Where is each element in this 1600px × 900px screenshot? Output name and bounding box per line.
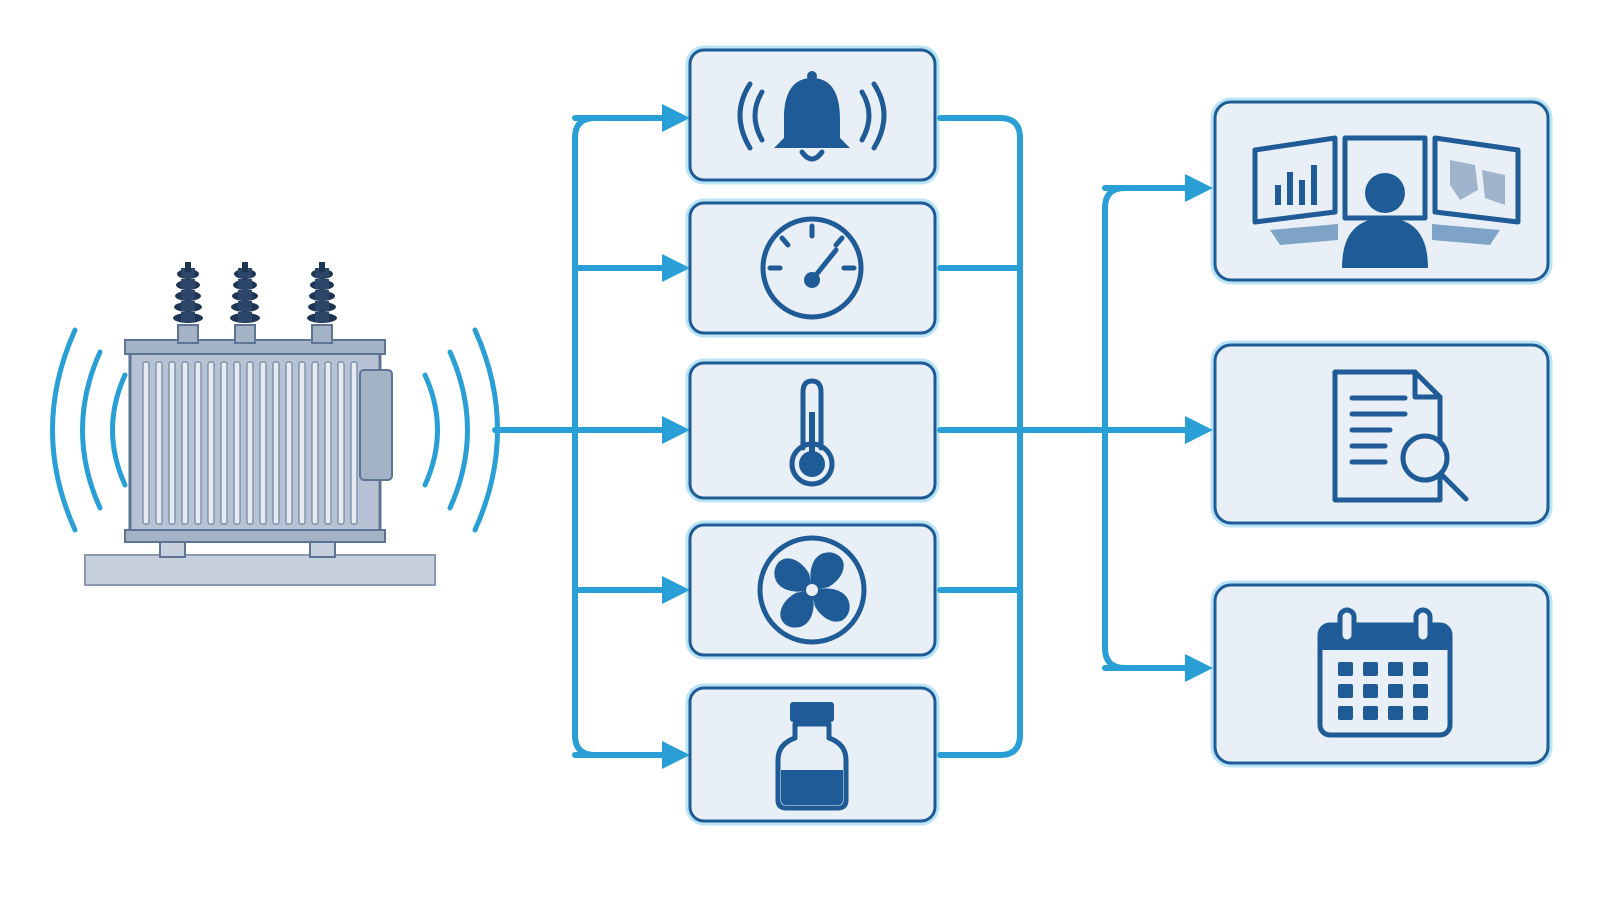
calendar-day-cell bbox=[1388, 662, 1403, 676]
output-box-analysis bbox=[1210, 340, 1553, 528]
oil-sample-bottle-icon bbox=[775, 702, 849, 811]
output-column bbox=[1210, 97, 1553, 768]
arrowheads bbox=[662, 104, 1213, 769]
calendar-day-cell bbox=[1413, 684, 1428, 698]
output-box-schedule bbox=[1210, 580, 1553, 768]
sensor-output-bus bbox=[937, 115, 1023, 758]
vibration-wave bbox=[110, 372, 128, 488]
pressure-gauge-icon bbox=[760, 216, 864, 320]
cooling-fan-icon bbox=[757, 535, 867, 645]
calendar-day-cell bbox=[1363, 706, 1378, 720]
vibration-wave bbox=[447, 349, 470, 511]
arrowhead bbox=[1185, 174, 1213, 202]
calendar-day-cell bbox=[1388, 684, 1403, 698]
arrowhead bbox=[662, 104, 690, 132]
arrowhead bbox=[662, 254, 690, 282]
vibration-wave bbox=[472, 327, 500, 533]
calendar-day-cell bbox=[1338, 662, 1353, 676]
transformer-bushings bbox=[173, 262, 337, 344]
bushing bbox=[230, 262, 260, 344]
vibration-wave bbox=[50, 327, 78, 533]
calendar-day-cell bbox=[1413, 662, 1428, 676]
arrowhead bbox=[662, 741, 690, 769]
transformer-base bbox=[84, 554, 436, 586]
calendar-day-cell bbox=[1338, 684, 1353, 698]
arrowhead bbox=[662, 416, 690, 444]
sensor-box-oil-sample bbox=[685, 683, 940, 826]
arrowhead bbox=[1185, 416, 1213, 444]
sensor-box-cooling bbox=[685, 520, 940, 660]
sensor-box-pressure bbox=[685, 198, 940, 338]
power-transformer-icon bbox=[50, 262, 500, 586]
sensor-column bbox=[685, 45, 940, 826]
document-analysis-icon bbox=[1332, 369, 1469, 503]
calendar-day-cell bbox=[1388, 706, 1403, 720]
bushing bbox=[173, 262, 203, 344]
calendar-day-cell bbox=[1413, 706, 1428, 720]
terminal-box bbox=[359, 369, 393, 481]
connector-lines bbox=[492, 115, 1193, 758]
bushing bbox=[307, 262, 337, 344]
radiator-fins bbox=[142, 361, 358, 525]
control-room-operator-icon bbox=[1252, 135, 1521, 268]
alarm-bell-icon bbox=[737, 71, 887, 162]
vibration-wave bbox=[80, 349, 103, 511]
sensor-box-alarm bbox=[685, 45, 940, 185]
calendar-day-cell bbox=[1363, 684, 1378, 698]
calendar-day-cell bbox=[1338, 706, 1353, 720]
vibration-wave bbox=[422, 372, 440, 488]
arrowhead bbox=[1185, 654, 1213, 682]
sensor-input-bus bbox=[572, 115, 598, 758]
output-box-control-room bbox=[1210, 97, 1553, 285]
maintenance-calendar-icon bbox=[1317, 607, 1453, 738]
thermometer-icon bbox=[789, 378, 835, 487]
calendar-day-cell bbox=[1363, 662, 1378, 676]
sensor-box-temperature bbox=[685, 358, 940, 503]
arrowhead bbox=[662, 576, 690, 604]
